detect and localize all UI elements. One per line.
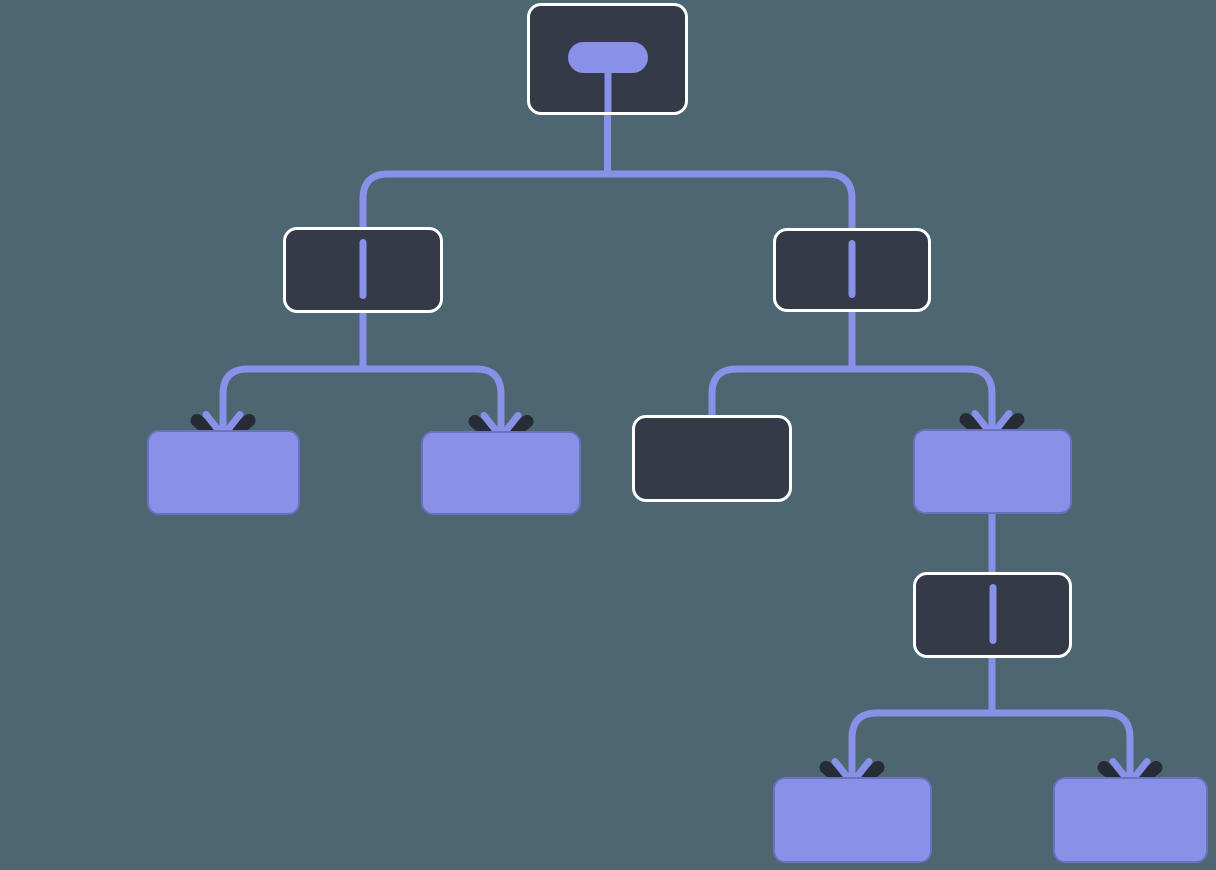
- connector-level1-split: [359, 170, 856, 232]
- node-leaf-4: [773, 777, 932, 863]
- connector-right-split: [708, 365, 996, 419]
- node-leaf-3: [913, 429, 1072, 514]
- connector-left-split: [219, 365, 505, 418]
- node-divider-line: [989, 584, 996, 644]
- node-leaf-5: [1053, 777, 1208, 863]
- node-leaf-2: [421, 431, 581, 515]
- node-branch-right: [773, 228, 931, 312]
- node-leaf-1: [147, 430, 300, 515]
- node-branch-bottom: [913, 572, 1072, 658]
- node-root: [527, 3, 688, 115]
- node-branch-left: [283, 227, 443, 313]
- node-plain-dark: [632, 415, 792, 502]
- node-divider-line: [359, 239, 367, 299]
- connector-bottom-split: [848, 709, 1134, 764]
- root-pill-stem: [604, 65, 611, 112]
- node-divider-line: [848, 240, 856, 298]
